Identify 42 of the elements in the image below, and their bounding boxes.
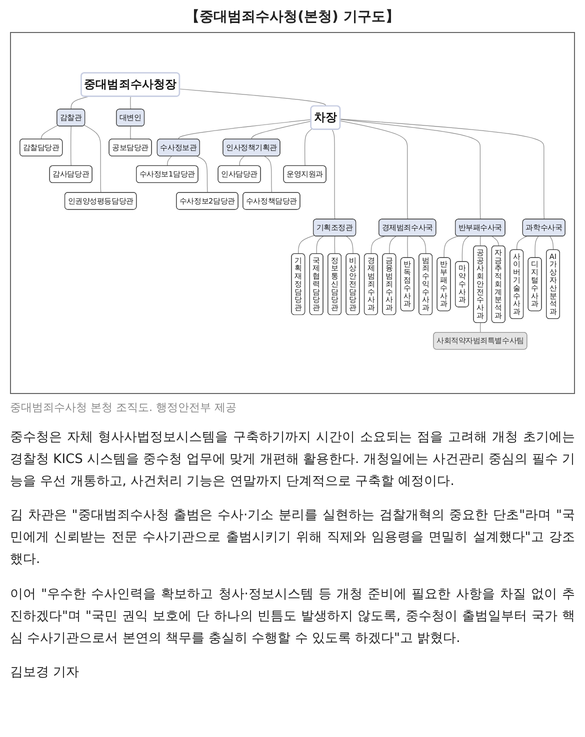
connector-line [304, 128, 312, 166]
connector-line [70, 96, 89, 110]
connector-line [130, 96, 131, 110]
chart-title: 【중대범죄수사청(본청) 기구도】 [186, 8, 400, 26]
connector-line [480, 322, 481, 333]
connector-line [550, 236, 554, 250]
connector-line [340, 119, 481, 220]
connector-line [346, 236, 354, 254]
image-caption: 중대범죄수사청 본청 조직도. 행정안전부 제공 [10, 400, 236, 415]
connector-line [462, 236, 470, 262]
connector-line [316, 236, 324, 254]
connector-line [332, 129, 336, 220]
connector-line [480, 236, 481, 246]
connector-line [334, 236, 336, 254]
org-unit-box: 차장 [310, 105, 341, 130]
connector-line [492, 236, 499, 246]
connector-line [340, 120, 408, 220]
article-paragraph: 이어 "우수한 수사인력을 확보하고 청사·정보시스템 등 개청 준비에 필요한 사항을 차질 없이 추진하겠다"며 "국민 권익 보호에 단 하나의 빈틈도 발생하지 않도록, 중수청이 출범일부터 국가 핵심 수사기관으로서 본연의 책무를 충실히 수행할 수 있도록 하겠다"고 밝혔다. [10, 586, 575, 648]
connector-line [516, 236, 528, 250]
connector-line [444, 236, 458, 258]
connector-line [370, 236, 385, 254]
connector-line [298, 235, 315, 254]
connector-line [534, 236, 539, 258]
article-paragraph: 중수청은 자체 형사사법정보시스템을 구축하기까지 시간이 소요되는 점을 고려해 개청 초기에는 경찰청 KICS 시스템을 중수청 업무에 맞게 개편해 활용한다. 개청일에는 사건관리 중심의 필수 기능을 우선 개통하고, 사건처리 기능은 연말까지 단계적으로 구축할 예정이다. [10, 429, 575, 492]
connector-line [41, 124, 58, 140]
connector-line [389, 236, 396, 254]
connector-line [239, 156, 244, 166]
connector-line [407, 236, 408, 258]
connector-line [178, 119, 312, 140]
connector-line [340, 118, 544, 220]
connector-line [179, 88, 326, 106]
connector-line [84, 124, 102, 193]
connector-line [70, 126, 72, 166]
connector-line [196, 156, 208, 193]
org-unit-box: 중대범죄수사청장 [80, 72, 180, 97]
article-paragraph: 김 차관은 "중대범죄수사청 출범은 수사·기소 분리를 실현하는 검찰개혁의 중요한 단초"라며 "국민에게 신뢰받는 전문 수사기관으로 출범시키기 위해 직제와 임용령을 면밀히 설계했다"고 강조했다. [10, 507, 575, 570]
connector-line [130, 126, 131, 140]
connector-line [167, 156, 172, 166]
connector-line [418, 236, 426, 254]
connector-line [251, 120, 312, 140]
reporter-byline: 김보경 기자 [10, 664, 80, 682]
connector-line [264, 156, 272, 193]
